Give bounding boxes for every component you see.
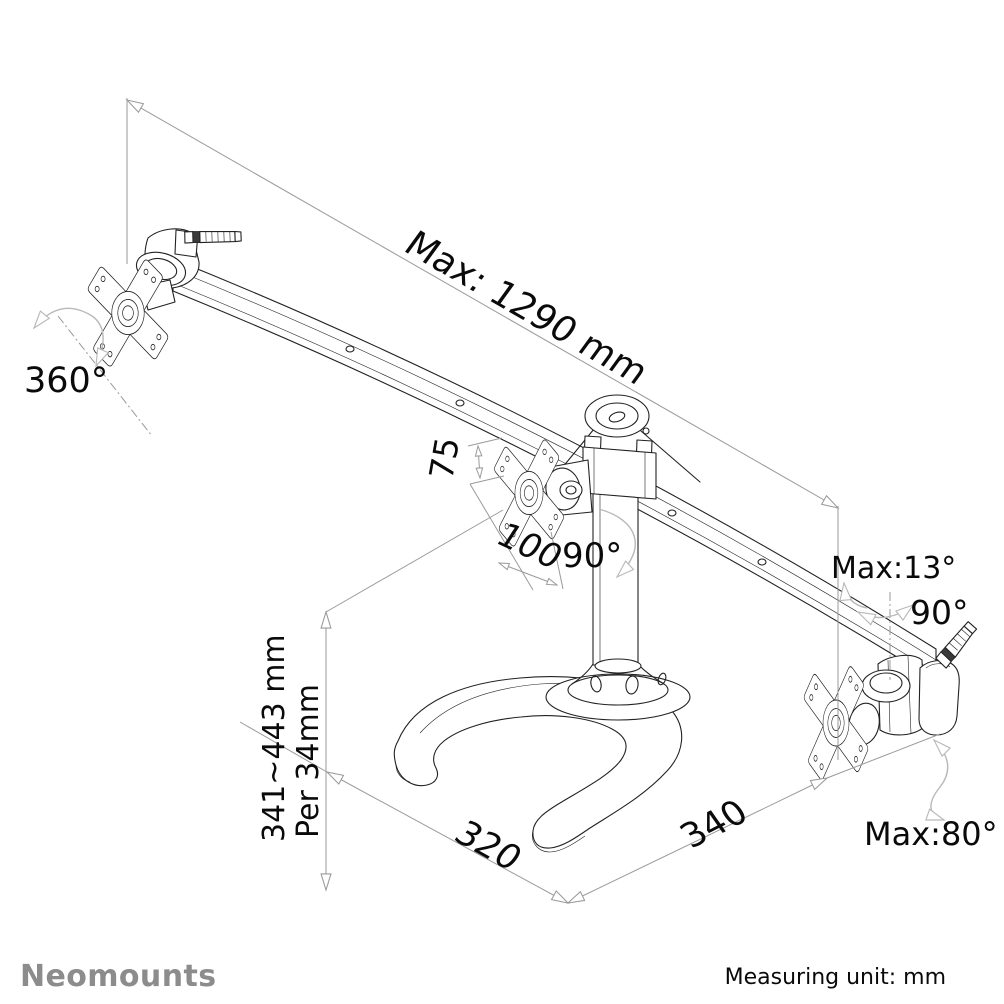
right-clamp-lever	[935, 621, 978, 669]
measuring-unit-note: Measuring unit: mm	[724, 965, 946, 990]
label-center-rotation: 90°	[562, 536, 622, 576]
arm-screw	[455, 399, 465, 407]
pole-base-cone	[545, 658, 691, 721]
dimension-line-340	[566, 777, 829, 904]
label-max-width: Max: 1290 mm	[397, 223, 656, 393]
rotate-360-arrow	[32, 307, 110, 368]
arm-screw	[345, 345, 355, 353]
arm-screw	[667, 509, 677, 517]
label-right-swivel: 90°	[910, 593, 969, 632]
swivel-90-arrow	[856, 603, 915, 626]
vesa75-ticks	[467, 437, 505, 485]
label-vesa-height: 75	[421, 434, 467, 482]
dimension-lines	[57, 98, 941, 904]
arm-end-cap	[918, 659, 960, 736]
height-reference-line	[325, 509, 504, 613]
label-left-rotation: 360°	[24, 361, 108, 401]
label-right-rotation: Max:80°	[864, 815, 998, 853]
dimension-line-1290	[125, 99, 840, 509]
floor-line-right	[826, 733, 941, 779]
brand-logo: Neomounts	[20, 959, 217, 994]
dimension-line-75	[478, 446, 480, 478]
motion-arrows	[32, 307, 952, 821]
label-height-step: Per 34mm	[291, 684, 326, 838]
rotate-80-arrow	[925, 738, 952, 821]
label-base-depth: 320	[447, 813, 530, 878]
annotation-labels: Max: 1290 mm 360° 75 100 90° Max:13° 90°…	[24, 223, 998, 878]
right-monitor-mount	[787, 621, 978, 810]
dimension-line-100	[499, 563, 557, 585]
dimension-line-320	[325, 771, 570, 904]
label-height-range: 341~443 mm	[257, 634, 292, 842]
rotate-90-center-arrow	[598, 508, 636, 579]
floor-line-left	[239, 721, 328, 773]
label-tilt-max: Max:13°	[831, 551, 956, 586]
arm-screw	[757, 558, 767, 566]
